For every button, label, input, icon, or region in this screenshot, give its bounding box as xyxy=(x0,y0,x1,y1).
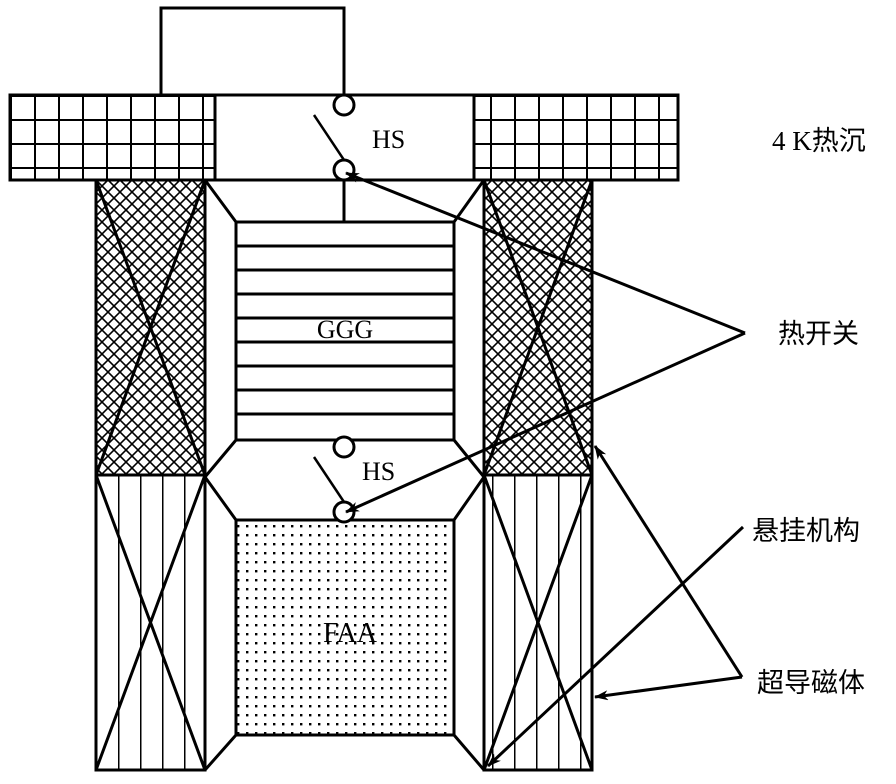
label-hs-bottom: HS xyxy=(362,457,395,486)
arrow-suspension xyxy=(486,525,745,768)
hs-top-contact-lower xyxy=(332,158,356,182)
heat-sink-right xyxy=(472,93,680,182)
label-heat-sink: 4 K热沉 xyxy=(772,126,866,156)
label-suspension: 悬挂机构 xyxy=(752,516,860,546)
arrow-magnet-lower xyxy=(594,675,743,701)
faa-block xyxy=(234,518,456,737)
top-loop-wire xyxy=(159,6,346,95)
hs-bottom-switch-arm xyxy=(312,456,346,503)
arrow-heat-switch-top xyxy=(345,171,746,335)
hs-bottom-contact-lower xyxy=(332,500,356,524)
hs-top-contact-upper xyxy=(332,93,356,117)
label-ggg: GGG xyxy=(317,315,373,344)
arrow-heat-switch-bottom xyxy=(345,331,746,514)
label-hs-top: HS xyxy=(372,125,405,154)
label-heat-switch: 热开关 xyxy=(778,319,859,349)
inner-frame xyxy=(203,179,486,771)
heat-sink-left xyxy=(8,93,217,182)
hs-bottom-contact-upper xyxy=(332,435,356,459)
hs-top-switch-arm xyxy=(312,114,346,161)
arrow-magnet-upper xyxy=(593,445,744,678)
label-faa: FAA xyxy=(323,618,378,649)
ggg-block xyxy=(234,220,456,442)
label-magnet: 超导磁体 xyxy=(757,668,865,698)
